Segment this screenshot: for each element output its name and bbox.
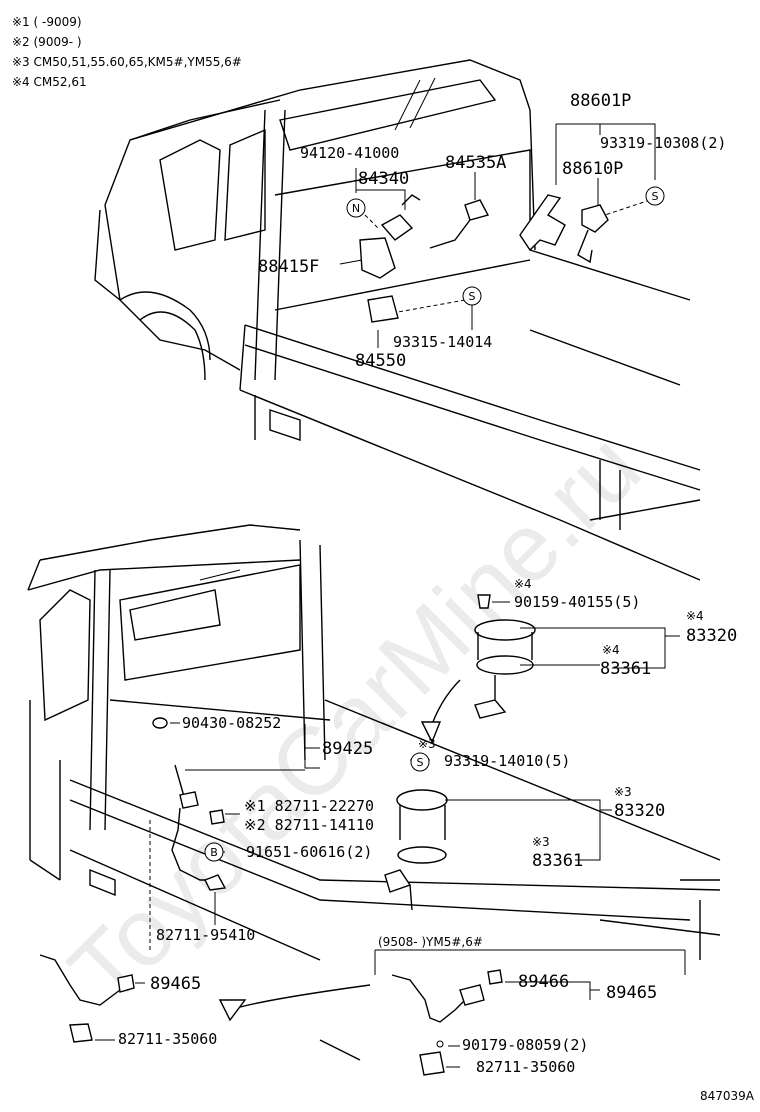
- label-83361-upper: 83361: [600, 659, 651, 679]
- label-88415f: 88415F: [258, 257, 319, 277]
- label-93315-14014: 93315-14014: [393, 333, 492, 351]
- label-89466: 89466: [518, 972, 569, 992]
- label-90430-08252: 90430-08252: [182, 714, 281, 732]
- label-82711-22270: ※1 82711-22270: [244, 797, 374, 815]
- svg-text:B: B: [210, 846, 218, 859]
- note-mark-4c: ※4: [602, 643, 620, 657]
- svg-text:N: N: [352, 202, 360, 215]
- label-84535a: 84535A: [445, 153, 506, 173]
- label-88601p: 88601P: [570, 91, 631, 111]
- note-3: ※3 CM50,51,55.60,65,KM5#,YM55,6#: [12, 55, 242, 69]
- watermark: ToyotaCarMine.ru: [49, 413, 660, 1024]
- note-mark-4a: ※4: [514, 577, 532, 591]
- label-90159-40155: 90159-40155(5): [514, 593, 640, 611]
- label-93319-14010: 93319-14010(5): [444, 752, 570, 770]
- note-mark-3a: ※3: [418, 737, 436, 751]
- label-93319-10308: 93319-10308(2): [600, 134, 726, 152]
- figure-id: 847039A: [700, 1089, 755, 1103]
- bottom-truck-drawing: [27, 524, 721, 1061]
- label-84340: 84340: [358, 169, 409, 189]
- marker-s-top-right: S: [645, 186, 665, 206]
- label-94120-41000: 94120-41000: [300, 144, 399, 162]
- bottom-labels: ※4 90159-40155(5) ※4 83320 ※4 83361 9043…: [118, 577, 737, 1076]
- svg-text:S: S: [417, 756, 424, 769]
- marker-n: N: [346, 198, 366, 218]
- label-82711-95410: 82711-95410: [156, 926, 255, 944]
- note-mark-3c: ※3: [532, 835, 550, 849]
- label-83320-upper: 83320: [686, 626, 737, 646]
- label-89465-right: 89465: [606, 983, 657, 1003]
- note-mark-3b: ※3: [614, 785, 632, 799]
- label-91651-60616: 91651-60616(2): [246, 843, 372, 861]
- label-82711-35060-left: 82711-35060: [118, 1030, 217, 1048]
- top-parts: [359, 194, 651, 323]
- notes-block: ※1 ( -9009) ※2 (9009- ) ※3 CM50,51,55.60…: [12, 15, 242, 89]
- label-83320-lower: 83320: [614, 801, 665, 821]
- label-90179-08059: 90179-08059(2): [462, 1036, 588, 1054]
- range-note-ym5: (9508- )YM5#,6#: [378, 935, 483, 949]
- top-labels: 88601P 93319-10308(2) 88610P 94120-41000…: [258, 91, 726, 371]
- label-89465-left: 89465: [150, 974, 201, 994]
- label-82711-35060-right: 82711-35060: [476, 1058, 575, 1076]
- gauge-unit-83320-lower: [396, 789, 448, 811]
- label-84550: 84550: [355, 351, 406, 371]
- top-truck-drawing: [94, 59, 701, 581]
- marker-s-top-mid: S: [462, 286, 482, 306]
- note-1: ※1 ( -9009): [12, 15, 82, 29]
- svg-text:S: S: [652, 190, 659, 203]
- note-mark-4b: ※4: [686, 609, 704, 623]
- bottom-parts: [39, 594, 536, 1076]
- top-leaders: [339, 123, 656, 348]
- label-82711-14110: ※2 82711-14110: [244, 816, 374, 834]
- label-88610p: 88610P: [562, 159, 623, 179]
- marker-b: B: [204, 842, 224, 862]
- svg-text:S: S: [469, 290, 476, 303]
- label-83361-lower: 83361: [532, 851, 583, 871]
- gauge-unit-83320-upper: [474, 619, 536, 641]
- label-89425: 89425: [322, 739, 373, 759]
- marker-s-bottom: S: [410, 752, 430, 772]
- bracket-88601p: [519, 194, 566, 252]
- sensor-88610p: [581, 204, 609, 233]
- note-2: ※2 (9009- ): [12, 35, 82, 49]
- note-4: ※4 CM52,61: [12, 75, 87, 89]
